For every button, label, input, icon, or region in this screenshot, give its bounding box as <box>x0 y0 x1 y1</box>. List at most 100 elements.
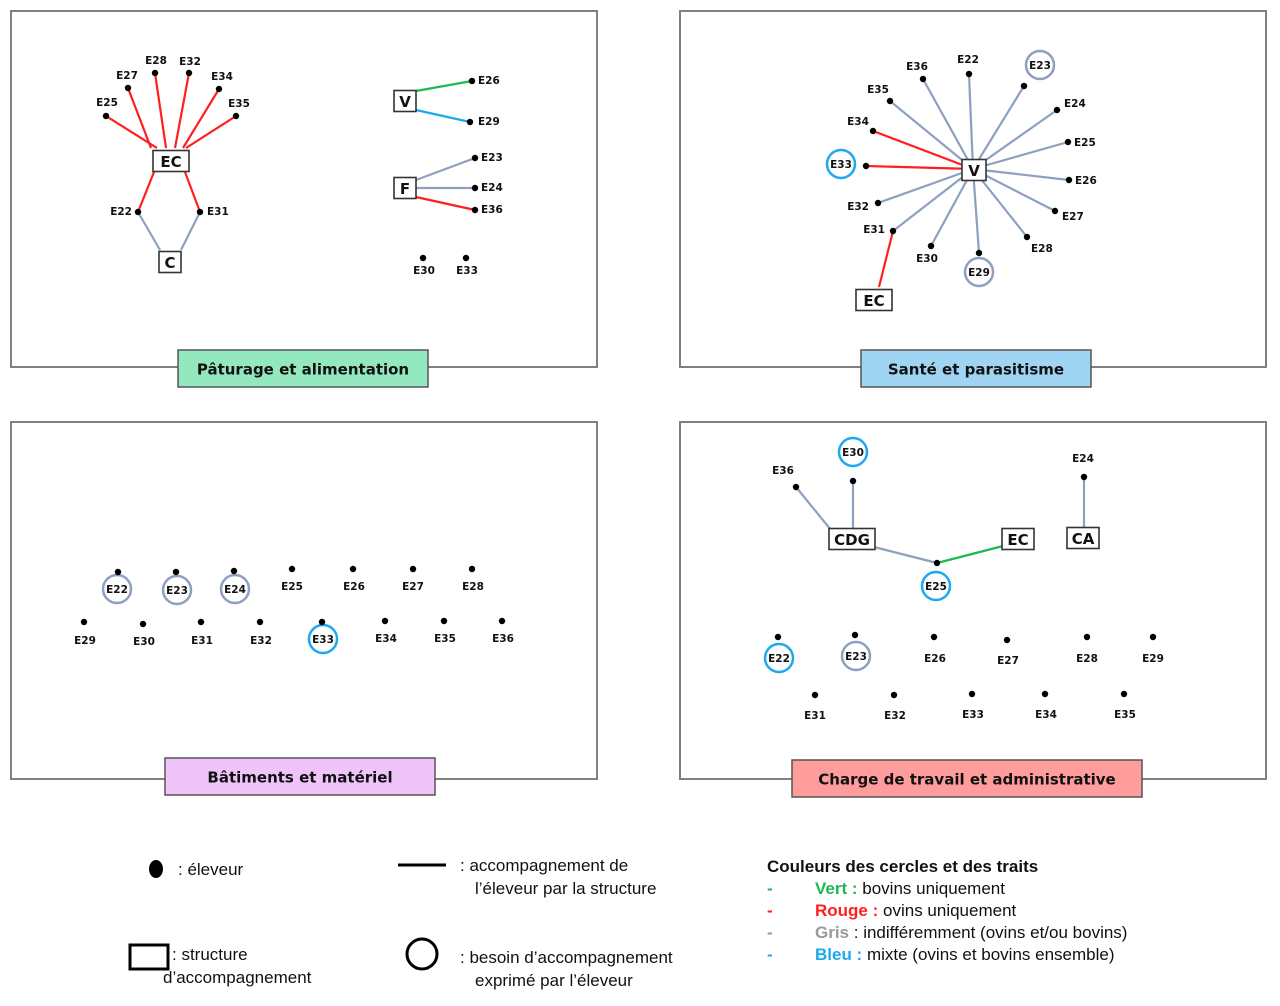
breeder-label: E27 <box>402 581 424 593</box>
color-legend-item: -Vert : bovins uniquement <box>767 878 1127 900</box>
breeder-e26: E26 <box>924 633 946 665</box>
breeder-e23: E23 <box>166 568 188 597</box>
link-v-e36 <box>922 78 974 170</box>
breeder-dot-icon <box>419 254 427 262</box>
legend-color-name: Gris <box>815 923 850 942</box>
breeder-label: E34 <box>1035 709 1057 721</box>
breeder-label: E22 <box>110 206 132 218</box>
breeder-label: E25 <box>1074 137 1096 149</box>
breeder-dot-icon <box>1051 207 1059 215</box>
legend-square-icon <box>128 943 170 971</box>
breeder-e25: E25 <box>925 559 947 593</box>
breeder-e34: E34 <box>375 617 397 645</box>
legend-color-desc: ovins uniquement <box>878 901 1017 920</box>
need-circle-e23 <box>161 574 193 606</box>
breeder-e23: E23 <box>471 152 503 164</box>
breeder-dot-icon <box>114 568 122 576</box>
breeder-label: E23 <box>166 585 188 597</box>
breeder-label: E31 <box>804 710 826 722</box>
breeder-label: E31 <box>191 635 213 647</box>
breeder-e36: E36 <box>471 204 503 216</box>
breeder-dot-icon <box>1149 633 1157 641</box>
link-v-e25 <box>972 140 1069 171</box>
breeder-dot-icon <box>919 75 927 83</box>
structure-ec: EC <box>1001 527 1035 551</box>
breeder-dot-icon <box>886 97 894 105</box>
link-c-e22 <box>137 211 161 251</box>
breeder-label: E23 <box>845 651 867 663</box>
breeder-dot-icon <box>197 618 205 626</box>
breeder-e27: E27 <box>1051 207 1084 223</box>
breeder-e28: E28 <box>145 55 167 77</box>
structure-label: C <box>164 254 175 272</box>
link-ec-e31 <box>183 171 202 213</box>
breeder-e28: E28 <box>462 565 484 593</box>
link-v-e34 <box>872 129 974 171</box>
structure-c: C <box>158 250 182 274</box>
link-cdg-e25 <box>873 545 938 565</box>
link-cdg-e36 <box>795 486 832 531</box>
breeder-label: E36 <box>492 633 514 645</box>
breeder-dot-icon <box>1065 176 1073 184</box>
panel-frame <box>679 10 1267 368</box>
breeder-e34: E34 <box>847 116 877 135</box>
legend-line-text-1: : accompagnement de <box>460 856 628 875</box>
breeder-label: E25 <box>925 581 947 593</box>
structure-label: CDG <box>834 531 870 549</box>
breeder-label: E25 <box>281 581 303 593</box>
breeder-label: E32 <box>847 201 869 213</box>
legend-square-text-2: d’accompagnement <box>163 968 312 987</box>
breeder-e22: E22 <box>110 206 142 218</box>
breeder-label: E26 <box>924 653 946 665</box>
breeder-dot-icon <box>185 69 193 77</box>
breeder-dot-icon <box>466 118 474 126</box>
breeder-e35: E35 <box>228 98 250 120</box>
breeder-dot-icon <box>930 633 938 641</box>
breeder-e34: E34 <box>1035 690 1057 721</box>
breeder-label: E35 <box>867 84 889 96</box>
link-v-e26 <box>972 167 1070 182</box>
breeder-dot-icon <box>774 633 782 641</box>
breeder-e33: E33 <box>962 690 984 721</box>
breeder-dot-icon <box>230 567 238 575</box>
breeder-e34: E34 <box>211 71 233 93</box>
breeder-label: E35 <box>228 98 250 110</box>
structure-cdg: CDG <box>828 527 876 551</box>
need-circle-e29 <box>963 256 995 288</box>
panel-label-text: Pâturage et alimentation <box>197 361 409 379</box>
structure-label: V <box>399 93 411 111</box>
breeder-e29: E29 <box>74 618 96 647</box>
breeder-e28: E28 <box>1076 633 1098 665</box>
need-circle-e24 <box>219 573 251 605</box>
breeder-dot-icon <box>1003 636 1011 644</box>
breeder-dot-icon <box>471 184 479 192</box>
breeder-e24: E24 <box>471 182 503 194</box>
breeder-dot-icon <box>965 70 973 78</box>
panel-frame <box>10 10 598 368</box>
breeder-e22: E22 <box>106 568 128 596</box>
breeder-label: E28 <box>145 55 167 67</box>
breeder-dot-icon <box>862 162 870 170</box>
breeder-dot-icon <box>975 249 983 257</box>
legend-line-text-2: l’éleveur par la structure <box>475 879 656 898</box>
breeder-e25: E25 <box>281 565 303 593</box>
link-ec-e35 <box>185 115 237 149</box>
breeder-e33: E33 <box>830 159 870 171</box>
color-legend-item: -Bleu : mixte (ovins et bovins ensemble) <box>767 944 1127 966</box>
breeder-dot-icon <box>468 565 476 573</box>
link-ec-e28 <box>153 72 168 149</box>
breeder-dot-icon <box>1053 106 1061 114</box>
link-v-e23 <box>972 85 1025 170</box>
breeder-dot-icon <box>409 565 417 573</box>
breeder-dot-icon <box>869 127 877 135</box>
breeder-label: E31 <box>207 206 229 218</box>
legend-circle-icon <box>405 937 439 971</box>
breeder-label: E30 <box>413 265 435 277</box>
breeder-e30: E30 <box>133 620 155 648</box>
structure-ca: CA <box>1066 526 1100 550</box>
breeder-e35: E35 <box>1114 690 1136 721</box>
panel-label: Bâtiments et matériel <box>164 757 436 796</box>
breeder-e25: E25 <box>1064 137 1096 149</box>
link-v-e31 <box>892 168 974 232</box>
